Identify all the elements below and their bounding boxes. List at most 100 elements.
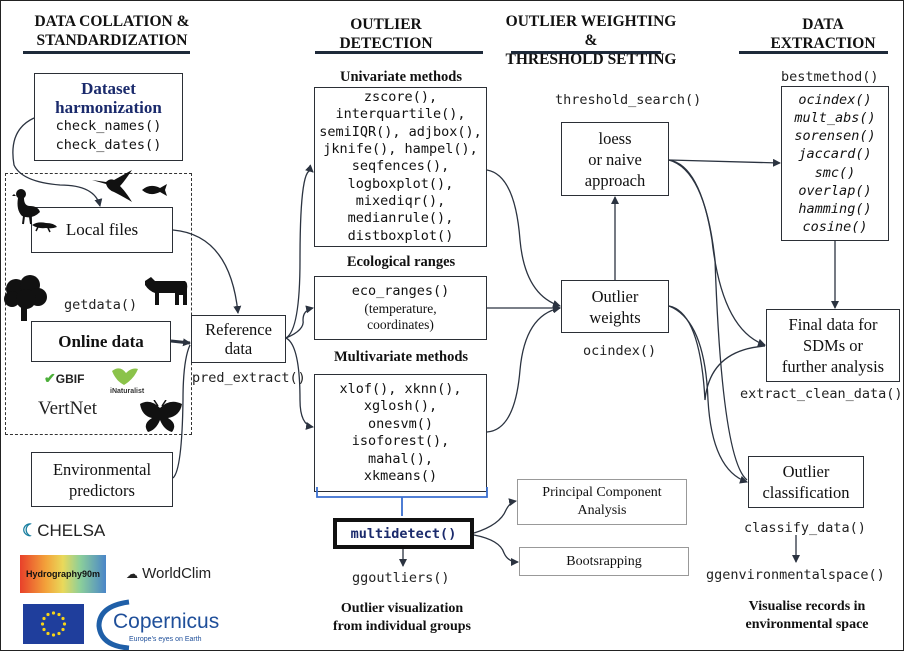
similarity-method: smc() — [814, 164, 856, 181]
ecological-ranges-box: eco_ranges() (temperature, coordinates) — [314, 276, 487, 340]
bestmethod-function: bestmethod() — [781, 69, 879, 85]
outlier-classification-box: Outlier classification — [748, 456, 864, 508]
similarity-method: hamming() — [798, 200, 872, 217]
section-title-collation: DATA COLLATION & STANDARDIZATION — [34, 13, 190, 49]
similarity-method: mult_abs() — [794, 109, 876, 126]
hydrography90m-logo: Hydrography90m — [20, 555, 106, 593]
classify-data-function: classify_data() — [744, 520, 866, 536]
getdata-function: getdata() — [64, 297, 138, 313]
fish-icon — [142, 184, 167, 196]
multivariate-methods-label: Multivariate methods — [333, 349, 469, 365]
eco-ranges-note-line2: coordinates) — [367, 317, 434, 332]
visualise-line2: environmental space — [745, 617, 869, 632]
ocindex-function: ocindex() — [583, 343, 657, 359]
univariate-function: jknife(), hampel(), — [323, 141, 478, 158]
final-data-box: Final data for SDMs or further analysis — [766, 309, 900, 382]
univariate-function: seqfences(), — [351, 158, 450, 175]
eu-flag-icon — [23, 604, 84, 644]
ecological-ranges-label: Ecological ranges — [346, 254, 456, 270]
local-files-box: Local files — [31, 207, 173, 253]
classification-line1: Outlier — [782, 462, 830, 481]
multivariate-function: xlof(), xknn(), — [339, 380, 462, 397]
pca-box: Principal Component Analysis — [517, 479, 687, 525]
weights-line1: Outlier — [591, 286, 639, 306]
univariate-function: mixediqr(), — [355, 192, 446, 209]
univariate-function: interquartile(), — [335, 106, 466, 123]
visualization-line1: Outlier visualization — [340, 601, 464, 616]
section-rule-extraction — [739, 51, 888, 54]
univariate-function: distboxplot() — [347, 227, 454, 244]
online-data-label: Online data — [58, 331, 144, 351]
reference-data-line1: Reference — [205, 320, 272, 339]
section-title-extraction: DATA EXTRACTION — [770, 16, 876, 52]
butterfly-icon — [140, 400, 182, 432]
gbif-leaf-icon: ✔ — [44, 370, 56, 386]
similarity-methods-box: ocindex() mult_abs() sorensen() jaccard(… — [781, 86, 889, 241]
similarity-method: ocindex() — [798, 91, 872, 108]
section-rule-collation — [23, 51, 190, 54]
bootstrapping-box: Bootsrapping — [519, 547, 689, 576]
extract-clean-data-function: extract_clean_data() — [740, 386, 903, 402]
copernicus-logo: Copernicus Europe's eyes on Earth — [95, 598, 220, 650]
gbif-logo: ✔GBIF — [44, 370, 85, 386]
section-title-detection: OUTLIER DETECTION — [339, 16, 433, 52]
similarity-method: cosine() — [802, 219, 868, 236]
multivariate-function: onesvm() — [367, 415, 434, 432]
dataset-harmonization-box: Dataset harmonization check_names() chec… — [34, 73, 183, 161]
univariate-methods-label: Univariate methods — [339, 69, 463, 85]
threshold-search-function: threshold_search() — [555, 92, 702, 108]
multidetect-box: multidetect() — [333, 518, 474, 549]
visualise-line1: Visualise records in — [748, 599, 866, 614]
reference-data-box: Reference data — [191, 315, 286, 363]
outlier-visualization-caption: Outlier visualization from individual gr… — [318, 600, 486, 636]
univariate-function: medianrule(), — [347, 210, 454, 227]
section-rule-weighting — [511, 51, 661, 54]
ggenvironmentalspace-function: ggenvironmentalspace() — [706, 567, 885, 583]
chelsa-logo: ☾CHELSA — [22, 521, 106, 540]
inaturalist-bird-icon — [112, 368, 138, 385]
inaturalist-logo: iNaturalist — [110, 388, 145, 395]
section-title-weighting: OUTLIER WEIGHTING & THRESHOLD SETTING — [505, 13, 677, 68]
similarity-method: jaccard() — [798, 146, 872, 163]
multivariate-function: xglosh(), — [363, 398, 438, 414]
final-data-line1: Final data for — [788, 315, 878, 334]
check-dates-function: check_dates() — [55, 137, 162, 153]
univariate-function: semiIQR(), adjbox(), — [319, 123, 482, 140]
approach-line2: or naive — [588, 149, 642, 169]
tree-icon — [4, 275, 47, 321]
similarity-method: overlap() — [798, 182, 872, 199]
online-data-box: Online data — [31, 321, 171, 362]
univariate-function: zscore(), — [363, 89, 438, 106]
bootstrapping-label: Bootsrapping — [566, 553, 642, 569]
visualization-line2: from individual groups — [333, 619, 471, 634]
hummingbird-icon — [92, 170, 132, 202]
multivariate-function: mahal(), — [367, 450, 434, 467]
outlier-weights-box: Outlier weights — [561, 280, 669, 333]
worldclim-logo: ☁ WorldClim — [126, 565, 212, 582]
lizard-icon — [32, 222, 57, 233]
univariate-function: logboxplot(), — [347, 175, 454, 192]
harmonization-title-line2: harmonization — [55, 98, 162, 117]
reference-data-line2: data — [224, 339, 253, 358]
chelsa-moon-icon: ☾ — [22, 521, 38, 540]
multivariate-methods-box: xlof(), xknn(), xglosh(), onesvm() isofo… — [314, 374, 487, 492]
check-names-function: check_names() — [55, 118, 162, 134]
multidetect-function: multidetect() — [350, 525, 457, 542]
final-data-line3: further analysis — [781, 357, 885, 376]
environmental-predictors-box: Environmental predictors — [31, 452, 173, 507]
pca-line2: Analysis — [577, 503, 627, 518]
multivariate-function: xkmeans() — [363, 468, 438, 484]
env-predictors-line2: predictors — [69, 480, 135, 500]
eco-ranges-function: eco_ranges() — [351, 283, 450, 299]
ggoutliers-function: ggoutliers() — [352, 570, 450, 586]
classification-line2: classification — [762, 483, 850, 502]
visualise-caption: Visualise records in environmental space — [716, 598, 898, 634]
multivariate-function: isoforest(), — [351, 433, 450, 449]
univariate-methods-box: zscore(), interquartile(), semiIQR(), ad… — [314, 87, 487, 247]
loess-approach-box: loess or naive approach — [561, 122, 669, 196]
env-predictors-line1: Environmental — [52, 459, 152, 479]
harmonization-title-line1: Dataset — [81, 79, 136, 98]
cow-icon — [145, 277, 188, 305]
section-rule-detection — [315, 51, 483, 54]
